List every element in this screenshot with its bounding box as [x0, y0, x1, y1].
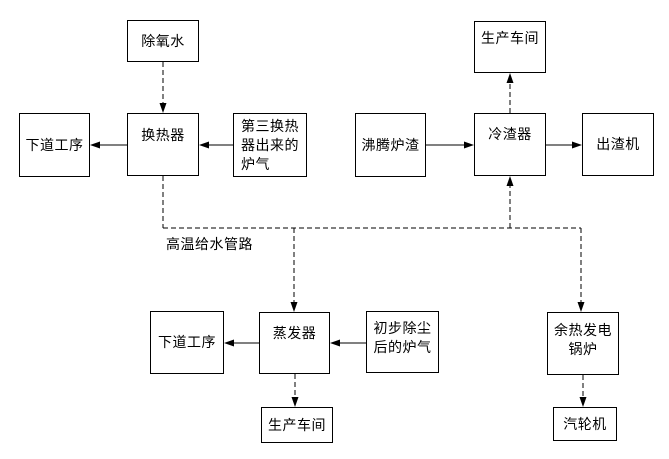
box-slag-cooler: 冷渣器: [474, 113, 546, 176]
box-production-workshop-top: 生产车间: [474, 21, 546, 73]
box-slag-discharger: 出渣机: [582, 113, 654, 176]
arrowhead-right-into-slagcooler: [464, 141, 474, 149]
box-evaporator: 蒸发器: [259, 312, 330, 374]
box-deoxygenated-water: 除氧水: [127, 20, 199, 62]
arrowhead-right-into-slagdischarger: [572, 141, 582, 149]
box-gas-after-dedusting: 初步除尘 后的炉气: [366, 311, 439, 373]
box-heat-exchanger: 换热器: [127, 113, 199, 176]
box-next-process-top: 下道工序: [19, 113, 90, 177]
solid-connectors: [99, 144, 574, 344]
arrowhead-left-into-nextprocess-top: [90, 141, 100, 149]
arrowhead-left-into-nextprocess-bottom: [224, 339, 234, 347]
box-gas-from-third-exchanger: 第三换热 器出来的 炉气: [233, 113, 307, 177]
arrowhead-down-into-evaporator: [290, 302, 298, 312]
arrowheads: [90, 73, 587, 407]
arrowhead-down-into-heatexchanger: [159, 103, 167, 113]
arrowhead-down-into-workshop-bottom: [291, 397, 299, 407]
pipeline-label: 高温给水管路: [166, 236, 253, 252]
arrowhead-down-into-turbine: [579, 397, 587, 407]
box-waste-heat-power-boiler: 余热发电 锅炉: [547, 312, 619, 375]
arrowhead-left-into-heatexchanger: [199, 141, 209, 149]
box-steam-turbine: 汽轮机: [553, 407, 617, 441]
box-fluidized-furnace-slag: 沸腾炉渣: [355, 113, 426, 177]
arrowhead-left-into-evaporator: [330, 339, 340, 347]
arrowhead-up-into-workshop-top: [506, 73, 514, 83]
box-next-process-bottom: 下道工序: [150, 311, 224, 374]
arrowhead-up-into-slagcooler-bottom: [506, 176, 514, 186]
dashed-connectors: [162, 62, 584, 398]
box-production-workshop-bottom: 生产车间: [261, 407, 333, 443]
arrowhead-down-into-boiler: [577, 302, 585, 312]
